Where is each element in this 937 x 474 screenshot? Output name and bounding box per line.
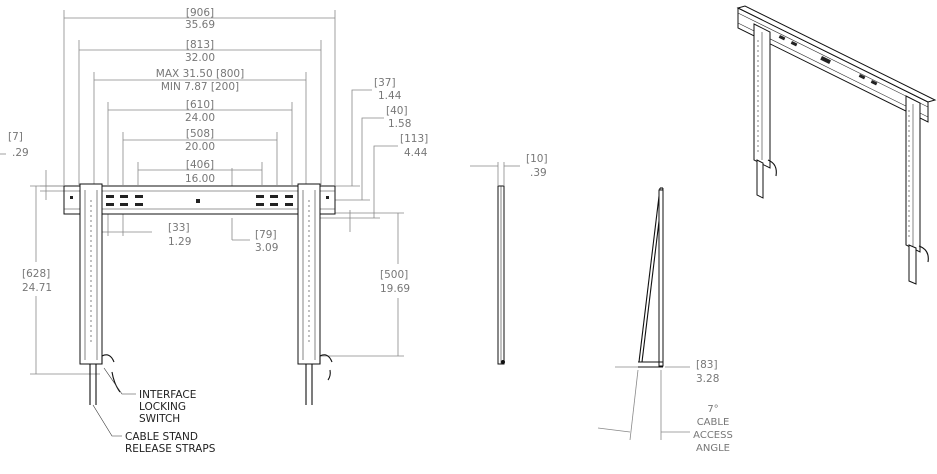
left-arm <box>79 183 121 405</box>
dim-79-mm: [79] <box>255 229 277 241</box>
dim-37-mm: [37] <box>374 77 396 89</box>
dimension-79: [79] 3.09 <box>231 168 278 254</box>
callout-locking-switch: INTERFACE LOCKING SWITCH <box>103 367 196 425</box>
dim-813-mm: [813] <box>186 39 214 51</box>
dimension-610: [610] 24.00 <box>107 99 293 185</box>
dim-508-mm: [508] <box>186 128 214 140</box>
dim-40-in: 1.58 <box>388 118 411 130</box>
callout-cable-straps: CABLE STAND RELEASE STRAPS <box>92 404 216 455</box>
dim-906-mm: [906] <box>186 7 214 19</box>
dim-628-in: 24.71 <box>22 282 52 294</box>
dimension-500: [500] 19.69 <box>320 212 410 357</box>
dimension-max-min: MAX 31.50 [800] MIN 7.87 [200] <box>93 68 307 185</box>
dim-406-in: 16.00 <box>185 173 215 185</box>
dim-40-mm: [40] <box>386 105 408 117</box>
dim-508-in: 20.00 <box>185 141 215 153</box>
dim-10-in: .39 <box>530 167 547 179</box>
dim-83-mm: [83] <box>696 359 718 371</box>
dim-406-mm: [406] <box>186 159 214 171</box>
dim-610-in: 24.00 <box>185 112 215 124</box>
dim-610-mm: [610] <box>186 99 214 111</box>
dim-500-mm: [500] <box>380 269 408 281</box>
dim-33-mm: [33] <box>168 222 190 234</box>
dimension-33: [33] 1.29 <box>96 200 191 248</box>
dimension-906: [906] 35.69 <box>63 7 336 185</box>
dim-7-mm: [7] <box>8 131 23 143</box>
tilt-view: [83] 3.28 7° CABLE ACCESS ANGLE <box>597 187 733 454</box>
dimension-813: [813] 32.00 <box>78 39 322 185</box>
callout-straps-line1: CABLE STAND <box>125 431 198 443</box>
dim-10-mm: [10] <box>526 153 548 165</box>
callout-locking-line3: SWITCH <box>139 413 180 425</box>
callout-straps-line2: RELEASE STRAPS <box>125 443 216 455</box>
dim-906-in: 35.69 <box>185 19 215 31</box>
dim-113-mm: [113] <box>400 133 428 145</box>
dim-min: MIN 7.87 [200] <box>161 81 239 93</box>
dimension-628: [628] 24.71 <box>22 185 100 375</box>
dim-628-mm: [628] <box>22 268 50 280</box>
dim-37-in: 1.44 <box>378 90 402 102</box>
dim-813-in: 32.00 <box>185 52 215 64</box>
dimension-7: [7] .29 <box>0 131 64 200</box>
angle-note-line4: ANGLE <box>696 443 730 454</box>
callout-locking-line1: INTERFACE <box>139 389 196 401</box>
dim-500-in: 19.69 <box>380 283 410 295</box>
dimension-113: [113] 4.44 <box>320 133 428 232</box>
dimension-37: [37] 1.44 <box>320 77 402 187</box>
angle-note-line3: ACCESS <box>693 430 733 441</box>
dim-83-in: 3.28 <box>696 373 719 385</box>
dimension-40: [40] 1.58 <box>320 105 411 201</box>
front-view: [906] 35.69 [813] 32.00 MAX 31.50 [800] … <box>0 7 428 455</box>
isometric-view <box>736 5 937 285</box>
angle-note-line2: CABLE <box>697 417 730 428</box>
dim-max: MAX 31.50 [800] <box>156 68 244 80</box>
dimension-406: [406] 16.00 <box>137 159 263 185</box>
callout-locking-line2: LOCKING <box>139 401 186 413</box>
wall-rail <box>63 185 336 215</box>
dim-33-in: 1.29 <box>168 236 191 248</box>
side-view: [10] .39 <box>470 153 548 365</box>
dim-7-in: .29 <box>12 147 29 159</box>
right-arm <box>297 183 333 405</box>
dim-113-in: 4.44 <box>404 147 428 159</box>
dim-79-in: 3.09 <box>255 242 278 254</box>
angle-note-line1: 7° <box>707 404 718 415</box>
dimension-508: [508] 20.00 <box>122 128 278 185</box>
